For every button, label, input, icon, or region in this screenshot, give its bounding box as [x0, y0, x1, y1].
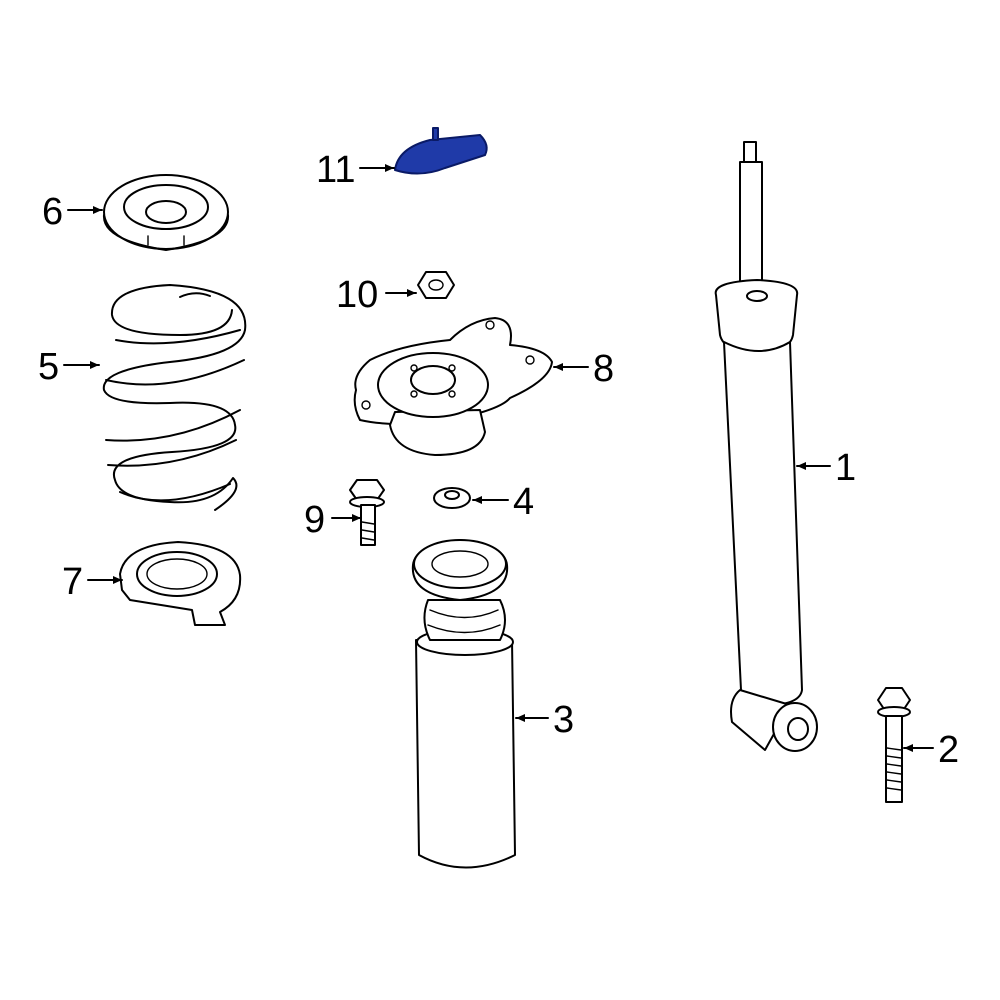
callout-10: 10	[336, 274, 378, 316]
part-1-shock-absorber[interactable]	[714, 141, 818, 752]
callout-1: 1	[835, 447, 856, 489]
callout-8: 8	[593, 348, 614, 390]
part-3-dust-boot[interactable]	[411, 539, 516, 869]
callout-3: 3	[553, 699, 574, 741]
part-4-washer[interactable]	[433, 487, 471, 509]
part-6-upper-spring-seat[interactable]	[102, 174, 230, 251]
callout-4: 4	[513, 481, 534, 523]
part-10-nut[interactable]	[417, 271, 455, 299]
part-8-upper-mount[interactable]	[353, 317, 553, 456]
leader-arrows	[63, 164, 934, 752]
part-7-lower-spring-seat[interactable]	[119, 541, 242, 626]
part-9-bolt[interactable]	[349, 479, 385, 546]
callout-11: 11	[316, 149, 355, 191]
callout-9: 9	[304, 499, 325, 541]
callout-7: 7	[62, 561, 83, 603]
part-2-bolt[interactable]	[877, 687, 911, 803]
callout-5: 5	[38, 346, 59, 388]
part-5-coil-spring[interactable]	[102, 284, 247, 511]
callout-6: 6	[42, 191, 63, 233]
callout-2: 2	[938, 729, 959, 771]
part-11-cap[interactable]	[394, 127, 488, 175]
